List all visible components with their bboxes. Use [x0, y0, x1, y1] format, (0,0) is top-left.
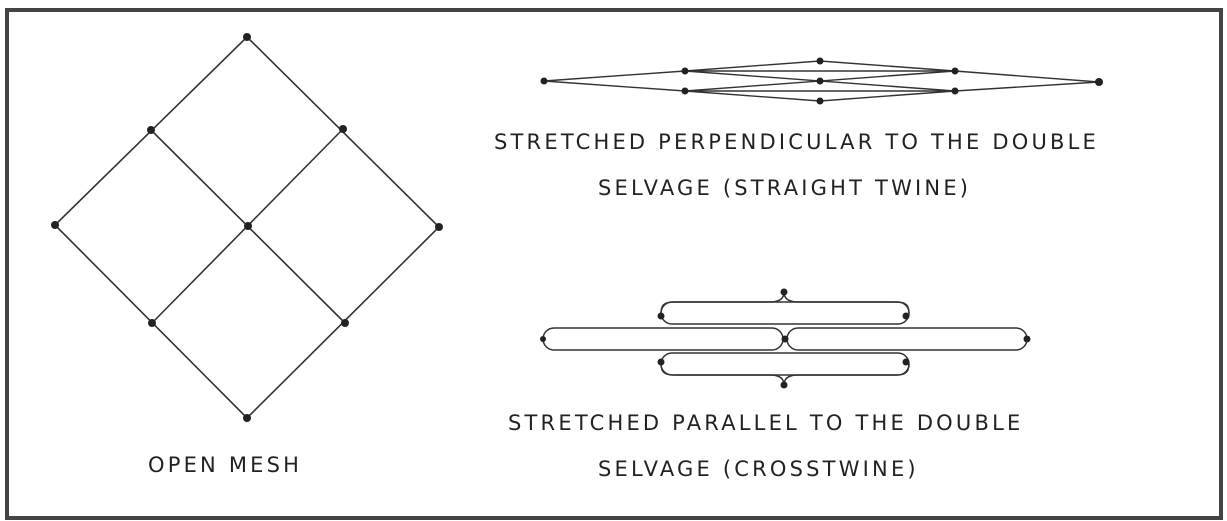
open-mesh-knots — [51, 33, 443, 422]
mesh-loop — [660, 301, 910, 325]
knot — [244, 222, 252, 230]
caption-parallel-line1: STRETCHED PARALLEL TO THE DOUBLE — [508, 411, 1024, 435]
knot — [148, 319, 156, 327]
perpendicular-stretch-knots — [540, 57, 1103, 105]
knot — [243, 33, 251, 41]
mesh-loop — [542, 327, 784, 351]
knot — [540, 77, 548, 85]
knot — [243, 414, 251, 422]
mesh-loop — [786, 327, 1028, 351]
knot — [816, 57, 824, 65]
knot — [681, 67, 689, 75]
mesh-loop — [660, 352, 910, 376]
knot — [1023, 335, 1031, 343]
caption-perpendicular-line1: STRETCHED PERPENDICULAR TO THE DOUBLE — [494, 130, 1099, 154]
knot — [816, 77, 824, 85]
knot — [681, 87, 689, 95]
knot — [657, 312, 665, 320]
knot — [902, 358, 910, 366]
knot — [51, 221, 59, 229]
knot — [147, 126, 155, 134]
knot — [1095, 78, 1103, 86]
knot — [435, 223, 443, 231]
knot — [780, 288, 788, 296]
knot — [816, 97, 824, 105]
caption-parallel-line2: SELVAGE (CROSSTWINE) — [598, 457, 919, 481]
knot — [540, 336, 546, 342]
knot — [339, 125, 347, 133]
figure-frame — [5, 8, 1223, 520]
knot — [780, 381, 788, 389]
caption-open-mesh: OPEN MESH — [148, 453, 303, 477]
knot — [341, 319, 349, 327]
knot — [902, 312, 910, 320]
knot — [951, 87, 959, 95]
knot — [951, 67, 959, 75]
knot — [657, 358, 665, 366]
knot — [781, 335, 789, 343]
caption-perpendicular-line2: SELVAGE (STRAIGHT TWINE) — [598, 176, 972, 200]
parallel-stretch-knots — [540, 288, 1031, 389]
